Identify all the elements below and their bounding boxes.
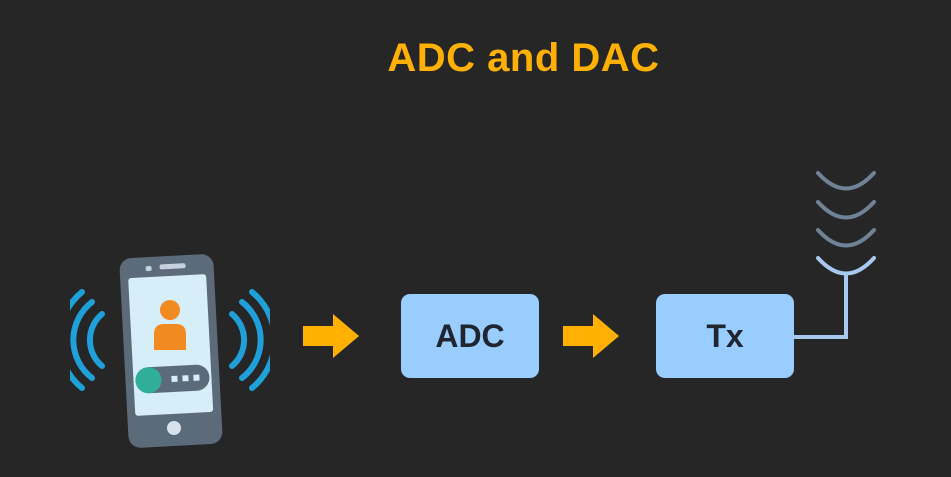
smartphone-user-icon xyxy=(56,254,278,448)
tx-block: Tx xyxy=(656,294,794,378)
adc-block: ADC xyxy=(401,294,539,378)
page-title: ADC and DAC xyxy=(387,36,660,80)
arrow-right-icon xyxy=(303,314,359,363)
adc-block-label: ADC xyxy=(435,317,505,354)
antenna-icon xyxy=(780,160,890,355)
tx-block-label: Tx xyxy=(706,317,744,354)
signal-waves-right-icon xyxy=(229,289,278,391)
phone-signal-group xyxy=(56,254,278,455)
arrow-right-icon xyxy=(563,314,619,363)
signal-waves-left-icon xyxy=(56,289,105,391)
